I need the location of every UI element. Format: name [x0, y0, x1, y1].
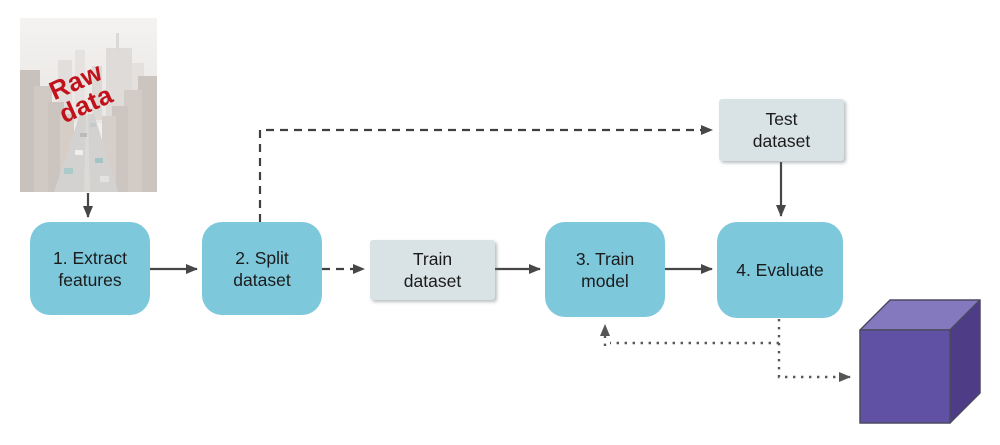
- node-train-dataset-label: Train dataset: [403, 249, 462, 291]
- node-evaluate-label: 4. Evaluate: [736, 260, 824, 280]
- edge-evaluate-feedback-trunk: [610, 319, 781, 345]
- node-evaluate: 4. Evaluate: [717, 222, 843, 318]
- edge-evaluate-to-modelcube: [777, 343, 851, 382]
- edge-split-to-testdataset: [258, 125, 713, 222]
- node-train-dataset: Train dataset: [370, 240, 495, 300]
- node-test-dataset-label: Test dataset: [752, 109, 811, 151]
- node-extract-features: 1. Extract features: [30, 222, 150, 315]
- raw-data-photo: Raw data: [20, 18, 157, 192]
- node-train-model: 3. Train model: [545, 222, 665, 317]
- model-cube-icon: [859, 299, 981, 424]
- node-split-dataset: 2. Split dataset: [202, 222, 322, 315]
- cube-front-face: [859, 329, 951, 424]
- node-train-model-label: 3. Train model: [575, 248, 635, 291]
- node-extract-features-label: 1. Extract features: [53, 247, 127, 290]
- node-test-dataset: Test dataset: [719, 99, 844, 161]
- city-photo-illustration: [20, 18, 157, 192]
- node-split-dataset-label: 2. Split dataset: [233, 247, 291, 290]
